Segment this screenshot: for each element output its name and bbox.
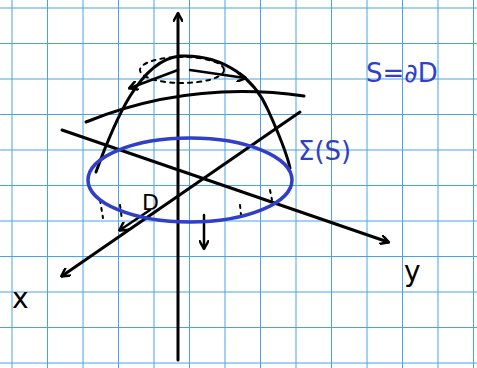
grid-line (0, 114, 477, 115)
axis-label: y (404, 258, 421, 286)
surface-label: Σ(S) (298, 138, 351, 164)
grid-line (0, 8, 477, 9)
grid-line (47, 0, 48, 368)
y-axis (62, 130, 388, 242)
region-label: D (142, 192, 159, 214)
grid-line (0, 185, 477, 186)
grid-line (296, 0, 297, 368)
grid-line (402, 0, 403, 368)
grid-line (154, 0, 155, 368)
axis-label: x (12, 285, 29, 313)
grid-line (260, 0, 261, 368)
grid-line (473, 0, 474, 368)
normal-arrow (130, 70, 178, 88)
boundary-label: S=∂D (366, 60, 438, 86)
boundary-curve (88, 138, 292, 222)
grid-line (118, 0, 119, 368)
grid-line (0, 221, 477, 222)
normal-arrow (190, 70, 245, 78)
grid-line (0, 292, 477, 293)
grid-line (0, 363, 477, 364)
grid-line (438, 0, 439, 368)
dome-outline (96, 56, 290, 172)
grid-line (0, 43, 477, 44)
z-axis (177, 14, 180, 360)
grid-line (0, 256, 477, 257)
grid-line (367, 0, 368, 368)
grid-line (83, 0, 84, 368)
x-axis (62, 112, 300, 276)
grid-line (331, 0, 332, 368)
grid-line (0, 327, 477, 328)
grid-line (225, 0, 226, 368)
grid-line (0, 150, 477, 151)
